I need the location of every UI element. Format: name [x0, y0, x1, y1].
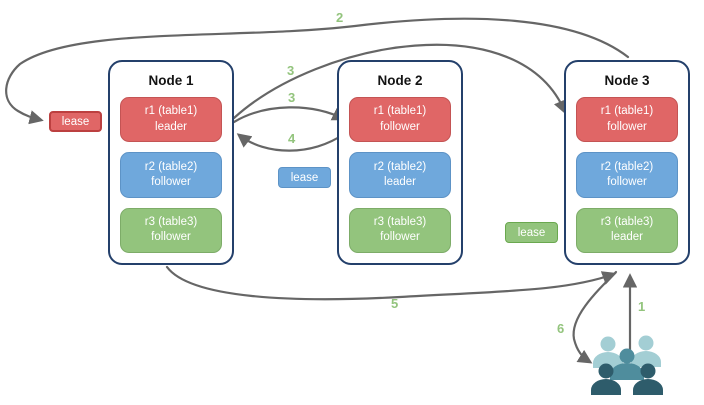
- replica-r2-node1: r2 (table2) follower: [120, 152, 222, 198]
- replica-role: follower: [151, 175, 191, 188]
- person-figure: [631, 335, 661, 367]
- step-label-3a: 3: [287, 63, 295, 78]
- replica-r2-node2: r2 (table2) leader: [349, 152, 451, 198]
- step-label-2: 2: [336, 10, 344, 25]
- replica-name: r3 (table3): [144, 216, 198, 229]
- step-label-4: 4: [288, 131, 296, 146]
- replica-r1-node2: r1 (table1) follower: [349, 97, 451, 143]
- node-3: Node 3 r1 (table1) follower r2 (table2) …: [564, 60, 690, 265]
- lease-label: lease: [61, 115, 90, 128]
- replica-name: r1 (table1): [600, 105, 654, 118]
- replica-r3-node1: r3 (table3) follower: [120, 207, 222, 253]
- lease-label: lease: [290, 171, 319, 184]
- arrow-3-node1-to-node2: [232, 106, 347, 124]
- node-title: Node 2: [377, 73, 423, 88]
- step-label-1: 1: [638, 299, 646, 314]
- lease-badge-table3: lease: [505, 222, 558, 243]
- arrow-5-node1-to-node3: [165, 265, 617, 301]
- replica-role: leader: [384, 175, 416, 188]
- replica-role: follower: [607, 175, 647, 188]
- replica-r3-node3: r3 (table3) leader: [576, 207, 678, 253]
- arrow-2-node3-to-lease: [5, 17, 630, 125]
- step-label-5: 5: [391, 296, 399, 311]
- person-figure: [610, 348, 644, 380]
- replica-role: leader: [155, 120, 187, 133]
- replica-role: leader: [611, 231, 643, 244]
- replica-r2-node3: r2 (table2) follower: [576, 152, 678, 198]
- replica-role: follower: [151, 231, 191, 244]
- person-figure: [591, 363, 621, 395]
- arrow-6-node3-to-users: [572, 270, 618, 364]
- replica-name: r2 (table2): [144, 160, 198, 173]
- replica-name: r3 (table3): [600, 216, 654, 229]
- replica-role: follower: [380, 120, 420, 133]
- users-group-icon: [591, 335, 663, 395]
- replica-r1-node3: r1 (table1) follower: [576, 97, 678, 143]
- replica-r3-node2: r3 (table3) follower: [349, 207, 451, 253]
- person-figure: [593, 336, 623, 368]
- lease-label: lease: [517, 226, 546, 239]
- replica-name: r1 (table1): [144, 105, 198, 118]
- replica-role: follower: [607, 120, 647, 133]
- replica-name: r2 (table2): [600, 160, 654, 173]
- replica-r1-node1: r1 (table1) leader: [120, 97, 222, 143]
- lease-badge-table1: lease: [49, 111, 102, 132]
- replica-name: r2 (table2): [373, 160, 427, 173]
- person-figure: [633, 363, 663, 395]
- replica-name: r3 (table3): [373, 216, 427, 229]
- step-label-3b: 3: [288, 90, 296, 105]
- node-2: Node 2 r1 (table1) follower r2 (table2) …: [337, 60, 463, 265]
- node-title: Node 1: [148, 73, 194, 88]
- replica-role: follower: [380, 231, 420, 244]
- replica-name: r1 (table1): [373, 105, 427, 118]
- step-label-6: 6: [557, 321, 565, 336]
- node-title: Node 3: [604, 73, 650, 88]
- node-1: Node 1 r1 (table1) leader r2 (table2) fo…: [108, 60, 234, 265]
- lease-badge-table2: lease: [278, 167, 331, 188]
